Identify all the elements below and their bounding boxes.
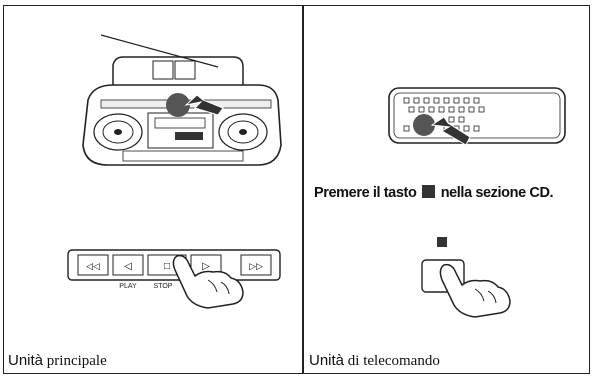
rewind-button[interactable]: ◁◁ bbox=[77, 254, 109, 276]
caption-word-remote: di telecomando bbox=[347, 353, 440, 369]
remote-illustration bbox=[388, 87, 566, 146]
instruction-text: Premere il tasto nella sezione CD. bbox=[314, 185, 554, 201]
press-point-main bbox=[166, 93, 190, 117]
stop-square-icon-large bbox=[437, 237, 447, 247]
play-icon: ▷ bbox=[202, 261, 210, 272]
hand-pressing-stop bbox=[172, 254, 244, 309]
stop-icon: □ bbox=[164, 261, 170, 272]
rewind-icon: ◁◁ bbox=[86, 261, 100, 271]
instruction-before: Premere il tasto bbox=[314, 185, 417, 201]
caption-word-main: principale bbox=[46, 353, 107, 369]
main-unit-caption: Unità principale bbox=[8, 352, 107, 370]
instruction-after: nella sezione CD. bbox=[440, 185, 554, 201]
boombox-illustration bbox=[82, 34, 282, 166]
play-back-button[interactable]: ◁ bbox=[112, 254, 144, 276]
fast-forward-icon: ▷▷ bbox=[249, 261, 263, 271]
remote-stop-button-illustration bbox=[421, 237, 511, 318]
remote-panel: Premere il tasto nella sezione CD. Unità… bbox=[304, 5, 590, 374]
remote-caption: Unità di telecomando bbox=[309, 352, 440, 370]
hand-pressing-remote-stop bbox=[439, 263, 511, 318]
panel-divider bbox=[302, 5, 304, 374]
play-back-icon: ◁ bbox=[124, 261, 132, 272]
caption-word-unit: Unità bbox=[8, 352, 44, 369]
press-point-remote bbox=[413, 114, 435, 136]
button-strip: ◁◁ ◁ □ ▷ ▷▷ PLAY STOP bbox=[67, 249, 281, 309]
caption-word-unit-remote: Unità bbox=[309, 352, 345, 369]
fast-forward-button[interactable]: ▷▷ bbox=[240, 254, 272, 276]
main-unit-panel: ◁◁ ◁ □ ▷ ▷▷ PLAY STOP Unità principale bbox=[3, 5, 302, 374]
stop-label: STOP bbox=[154, 283, 173, 290]
play-label: PLAY bbox=[119, 283, 137, 290]
stop-square-icon bbox=[422, 185, 436, 198]
